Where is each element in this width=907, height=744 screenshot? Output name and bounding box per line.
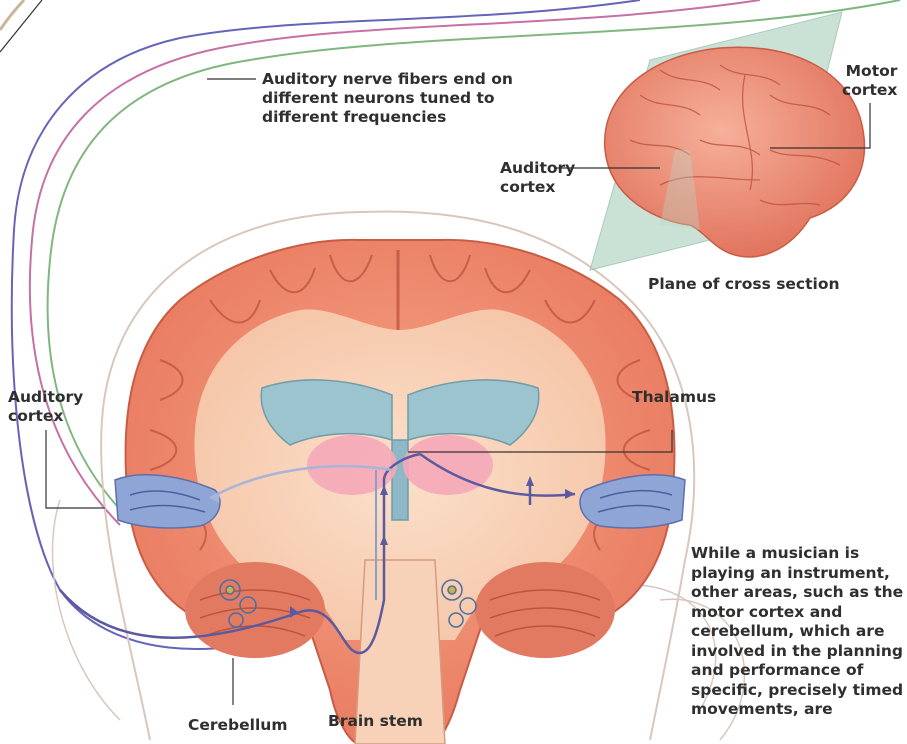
brain-3d-view [590, 12, 864, 270]
auditory-cortex-top-label: Auditory cortex [500, 159, 575, 197]
brain-stem-label: Brain stem [328, 712, 423, 731]
cerebellum-label: Cerebellum [188, 716, 287, 735]
corner-line [0, 0, 42, 52]
motor-cortex-label: Motor cortex [842, 62, 897, 100]
plane-label: Plane of cross section [648, 275, 840, 294]
thalamus-label: Thalamus [632, 388, 716, 407]
auditory-cortex-left-label: Auditory cortex [8, 388, 83, 426]
coronal-brain-section [60, 240, 685, 744]
caption-text: While a musician is playing an instrumen… [691, 544, 905, 720]
nerve-fibers-label: Auditory nerve fibers end on different n… [262, 70, 513, 127]
